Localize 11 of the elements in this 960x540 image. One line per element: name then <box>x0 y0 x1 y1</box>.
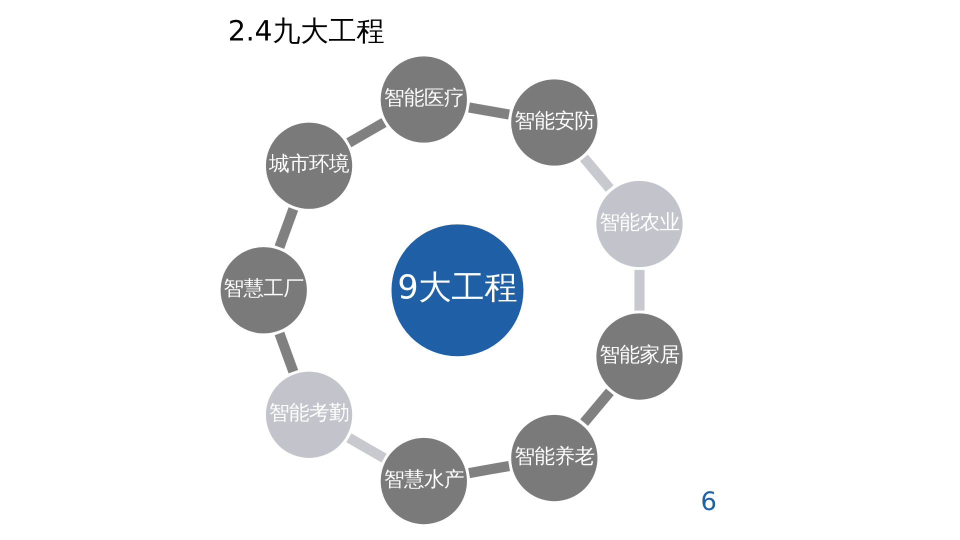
connector <box>634 270 644 311</box>
connector <box>346 118 386 148</box>
connector <box>274 332 298 374</box>
connector <box>468 461 510 478</box>
connector <box>274 207 298 249</box>
label: 6 <box>700 486 716 516</box>
connector <box>468 102 510 120</box>
connector <box>580 154 614 192</box>
diagram-title: 2.4九大工程 <box>228 14 384 48</box>
connector <box>346 433 386 463</box>
connector <box>580 388 614 426</box>
